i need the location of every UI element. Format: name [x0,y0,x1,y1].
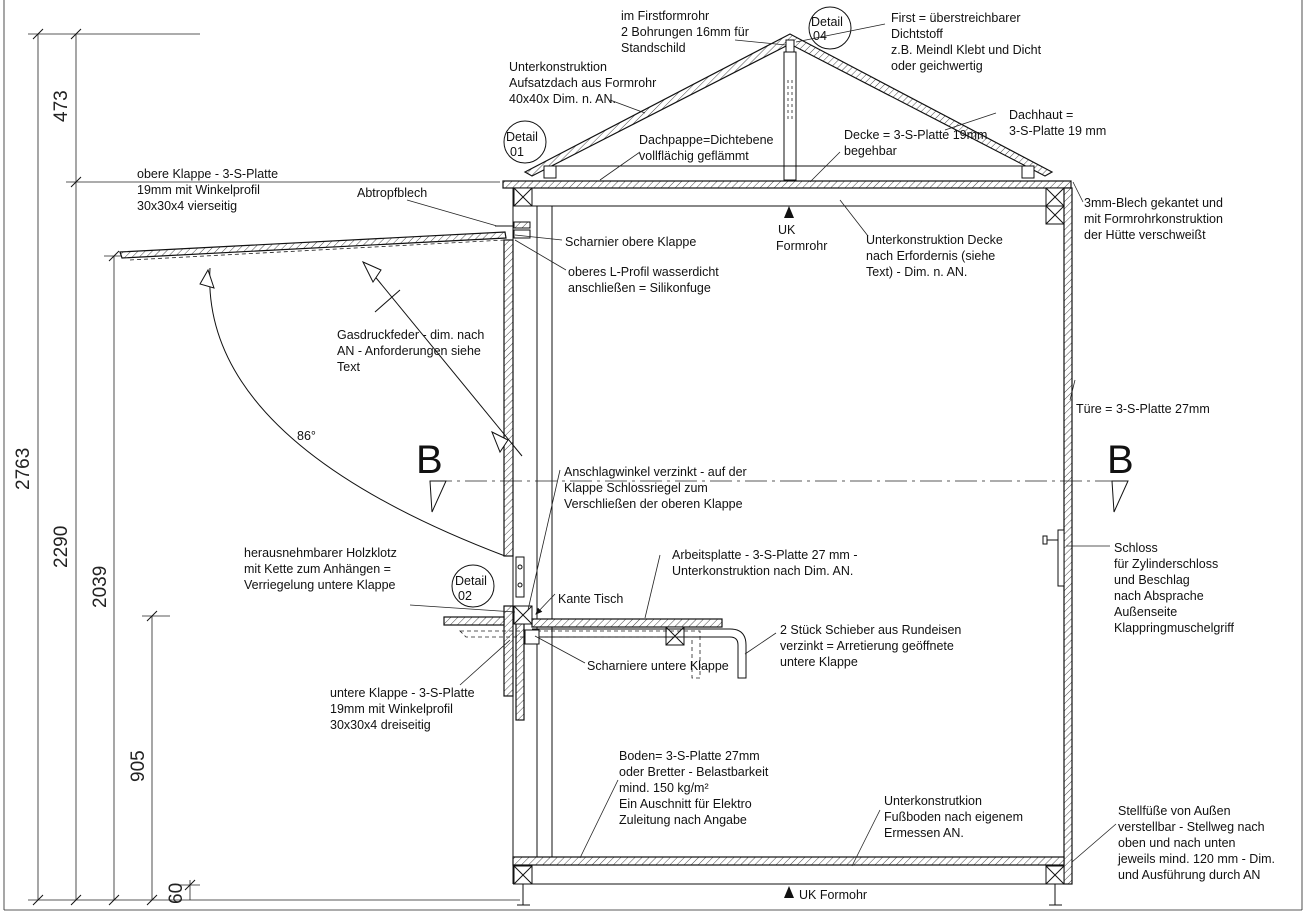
label-firstformrohr: im Firstformrohr 2 Bohrungen 16mm für St… [621,9,752,55]
label-unterkonstruktion-dach: Unterkonstruktion Aufsatzdach aus Formro… [509,60,660,106]
roof [523,33,1054,181]
label-unterkonstruktion-boden: Unterkonstrutkion Fußboden nach eigenem … [884,794,1026,840]
label-dachhaut: Dachhaut = 3-S-Platte 19 mm [1009,108,1106,138]
label-anschlagwinkel: Anschlagwinkel verzinkt - auf der Klappe… [564,465,750,511]
label-blech: 3mm-Blech gekantet und mit Formrohrkonst… [1084,196,1226,242]
dim-2290: 2290 [51,526,72,568]
section-mark-left: B [416,438,443,482]
frame [3,0,1303,911]
dim-905: 905 [128,750,149,782]
detail-02-label: Detail [455,574,487,588]
label-boden: Boden= 3-S-Platte 27mm oder Bretter - Be… [619,749,772,827]
label-scharniere-untere: Scharniere untere Klappe [587,659,729,673]
uk-marker-top [784,206,794,218]
label-tuere: Türe = 3-S-Platte 27mm [1076,402,1210,416]
label-arbeitsplatte: Arbeitsplatte - 3-S-Platte 27 mm - Unter… [672,548,861,578]
section-line [429,480,1130,513]
label-first: First = überstreichbarer Dichtstoff z.B.… [891,11,1045,73]
label-schieber: 2 Stück Schieber aus Rundeisen verzinkt … [780,623,965,669]
leader-lines [406,23,1117,867]
detail-01: Detail 01 [503,120,547,164]
label-decke: Decke = 3-S-Platte 19mm begehbar [844,128,991,158]
label-kante-tisch: Kante Tisch [558,592,623,606]
hut-structure [119,180,1073,906]
angle-label: 86° [297,429,316,443]
dim-2039: 2039 [90,566,111,608]
label-untere-klappe: untere Klappe - 3-S-Platte 19mm mit Wink… [330,686,478,732]
label-dachpappe: Dachpappe=Dichtebene vollflächig geflämm… [639,133,777,163]
dim-60: 60 [166,883,187,904]
label-stellfuesse: Stellfüße von Außen verstellbar - Stellw… [1117,804,1278,882]
detail-02: Detail 02 [451,564,495,608]
detail-04-label: Detail [811,15,843,29]
dim-2763: 2763 [13,448,34,490]
label-unterkonstruktion-decke: Unterkonstruktion Decke nach Erfordernis… [866,233,1006,279]
opening-angle [199,260,523,557]
dimension-lines [28,28,520,906]
uk-marker-bottom [784,886,794,898]
label-uk-formohr-bottom: UK Formohr [799,888,867,902]
annotations: im Firstformrohr 2 Bohrungen 16mm für St… [137,9,1278,902]
detail-01-number: 01 [510,145,524,159]
label-scharnier-obere: Scharnier obere Klappe [565,235,696,249]
label-gasdruckfeder: Gasdruckfeder - dim. nach AN - Anforderu… [337,328,488,374]
detail-04-number: 04 [813,29,827,43]
label-uk-formrohr-top: UK Formrohr [776,223,827,253]
label-obere-klappe: obere Klappe - 3-S-Platte 19mm mit Winke… [137,167,282,213]
label-holzklotz: herausnehmbarer Holzklotz mit Kette zum … [244,546,400,592]
detail-04: Detail 04 [808,6,852,50]
dim-473: 473 [51,90,72,122]
section-mark-right: B [1107,438,1134,482]
detail-01-label: Detail [506,130,538,144]
label-abtropfblech: Abtropfblech [357,186,427,200]
label-schloss: Schloss für Zylinderschloss und Beschlag… [1114,541,1234,635]
label-l-profil: oberes L-Profil wasserdicht anschließen … [568,265,722,295]
detail-02-number: 02 [458,589,472,603]
